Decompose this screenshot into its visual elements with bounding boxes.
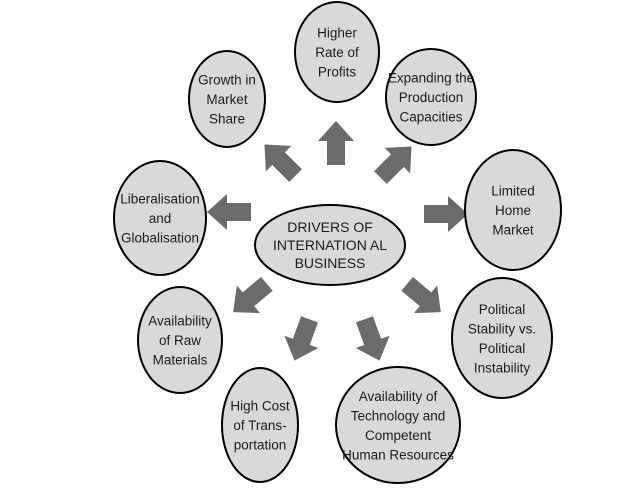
driver-label-line: Limited — [491, 184, 535, 199]
center-node: DRIVERS OF INTERNATION AL BUSINESS — [254, 204, 406, 286]
driver-label-line: Home — [495, 203, 531, 218]
driver-label-line: Growth in — [198, 73, 256, 88]
arrow-to-limited-home-market — [424, 196, 468, 232]
arrow-to-expanding-production-capacities — [374, 146, 412, 184]
driver-label-line: Expanding the — [388, 71, 474, 86]
arrow-to-availability-of-raw-materials — [233, 276, 273, 314]
driver-label-line: and — [149, 211, 172, 226]
driver-label-line: Materials — [153, 353, 208, 368]
driver-label-line: Globalisation — [121, 231, 199, 246]
driver-label-line: Profits — [318, 65, 357, 80]
driver-ellipse — [385, 48, 477, 146]
driver-label-line: Capacities — [399, 110, 462, 125]
arrow-to-political-stability — [401, 276, 441, 314]
driver-label-line: Rate of — [315, 45, 359, 60]
driver-label-line: Human Resources — [342, 447, 454, 462]
arrows — [207, 121, 468, 361]
arrow-to-availability-of-technology — [355, 316, 390, 361]
driver-label-line: Market — [492, 223, 534, 238]
driver-label-line: Availability of — [359, 389, 438, 404]
driver-node-high-cost-of-transportation: High Cost of Trans-portation — [221, 367, 299, 483]
center-title-line: DRIVERS OF — [287, 219, 373, 235]
driver-label-line: Technology and — [351, 408, 446, 423]
driver-ellipse — [335, 366, 461, 484]
driver-ellipse — [294, 1, 380, 103]
driver-label-line: Market — [206, 92, 248, 107]
arrow-to-growth-in-market-share — [264, 144, 302, 182]
driver-label-line: Stability vs. — [468, 321, 536, 336]
arrow-to-high-cost-of-transportation — [284, 316, 319, 361]
driver-node-availability-of-technology: Availability of Technology andCompetentHu… — [335, 366, 461, 484]
driver-ellipse — [188, 50, 266, 148]
driver-label-line: Availability — [148, 314, 212, 329]
arrow-to-higher-rate-of-profits — [318, 121, 354, 165]
driver-label-line: Production — [399, 90, 464, 105]
driver-label-line: Instability — [474, 360, 531, 375]
driver-label-line: of Raw — [159, 333, 201, 348]
driver-label-line: Higher — [317, 26, 357, 41]
driver-ellipse — [221, 367, 299, 483]
driver-label-line: High Cost — [230, 399, 290, 414]
driver-label-line: Share — [209, 112, 245, 127]
arrow-to-liberalisation-and-globalisation — [207, 194, 251, 230]
driver-label-line: Competent — [365, 428, 431, 443]
driver-ellipse — [464, 149, 562, 271]
driver-ellipse — [113, 160, 207, 276]
driver-label-line: of Trans- — [233, 418, 286, 433]
driver-label-line: Liberalisation — [120, 192, 200, 207]
driver-label-line: portation — [234, 438, 287, 453]
driver-ellipse — [137, 286, 223, 394]
driver-label-line: Political — [479, 302, 526, 317]
center-title-line: BUSINESS — [295, 255, 366, 271]
driver-ellipse — [451, 277, 553, 399]
center-ellipse — [254, 204, 406, 286]
center-title-line: INTERNATION AL — [273, 237, 387, 253]
driver-label-line: Political — [479, 341, 526, 356]
